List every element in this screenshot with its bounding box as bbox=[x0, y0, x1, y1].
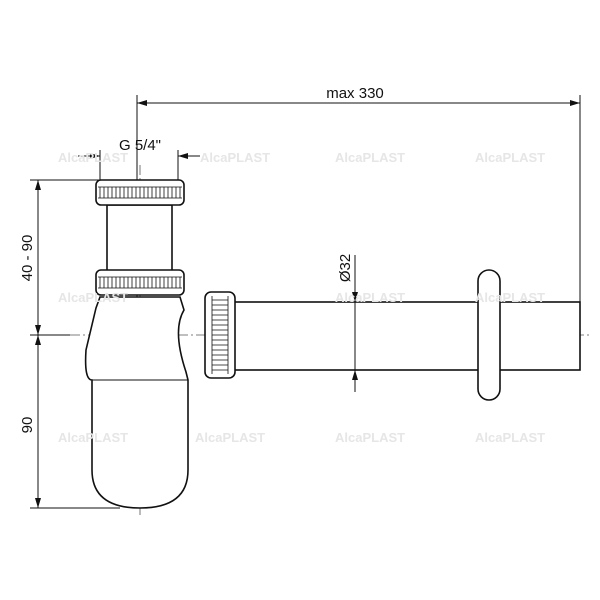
watermark: AlcaPLAST bbox=[335, 150, 405, 165]
outlet-pipe bbox=[204, 269, 581, 401]
pipe-diameter-label: Ø32 bbox=[337, 254, 354, 282]
wall-rosette bbox=[477, 269, 501, 401]
watermark: AlcaPLAST bbox=[335, 290, 405, 305]
watermark: AlcaPLAST bbox=[335, 430, 405, 445]
watermark: AlcaPLAST bbox=[475, 150, 545, 165]
watermark: AlcaPLAST bbox=[475, 290, 545, 305]
lower-height-label: 90 bbox=[19, 417, 36, 434]
watermarks: AlcaPLAST AlcaPLAST AlcaPLAST AlcaPLAST … bbox=[58, 150, 545, 445]
thread-dimension: G 5/4" bbox=[78, 137, 200, 180]
pipe-diameter-dimension: Ø32 bbox=[337, 254, 358, 392]
watermark: AlcaPLAST bbox=[58, 290, 128, 305]
watermark: AlcaPLAST bbox=[475, 430, 545, 445]
upper-height-label: 40 - 90 bbox=[19, 235, 36, 282]
overall-length-label: max 330 bbox=[326, 85, 384, 102]
height-dimensions: 40 - 90 90 bbox=[19, 179, 120, 509]
watermark: AlcaPLAST bbox=[58, 430, 128, 445]
thread-label: G 5/4" bbox=[119, 137, 161, 154]
watermark: AlcaPLAST bbox=[195, 430, 265, 445]
overall-length-dimension: max 330 bbox=[136, 85, 581, 302]
watermark: AlcaPLAST bbox=[58, 150, 128, 165]
watermark: AlcaPLAST bbox=[200, 150, 270, 165]
siphon-body bbox=[84, 179, 189, 509]
